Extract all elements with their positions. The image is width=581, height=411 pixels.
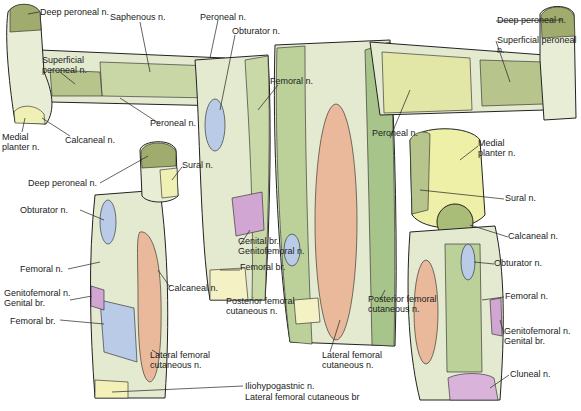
nerve-label: Lateral femoral cutaneous br <box>245 392 385 402</box>
nerve-label: Genitofemoral n. Genital br. <box>4 288 74 308</box>
nerve-label: Deep peroneal n. <box>497 15 579 25</box>
nerve-label: Peroneal n. <box>150 118 210 128</box>
leg-outline <box>370 42 545 115</box>
nerve-label: Posterior femoral cutaneous n. <box>368 294 443 314</box>
peroneal-region <box>382 52 472 113</box>
thigh-outline <box>408 226 503 400</box>
nerve-label: Lateral femoral cutaneous n. <box>150 350 240 370</box>
nerve-label: Sural n. <box>505 193 555 203</box>
nerve-label: Cluneal n. <box>510 369 570 379</box>
deep-peroneal-region <box>141 143 176 168</box>
nerve-label: Femoral n. <box>270 76 325 86</box>
nerve-label: Calcaneal n. <box>508 231 568 241</box>
nerve-label: Saphenous n. <box>110 12 180 22</box>
nerve-label: Genitofemoral n. Genital br. <box>504 326 580 346</box>
obturator-region <box>205 99 225 151</box>
nerve-label: Femoral br. <box>240 262 295 272</box>
iliohypogastric-region <box>294 298 320 324</box>
foot-outline <box>140 142 178 202</box>
sural-region <box>410 132 430 214</box>
nerve-label: Medial planter n. <box>478 138 533 158</box>
nerve-label: Peroneal n. <box>372 128 432 138</box>
femoral-branch-region <box>100 300 137 362</box>
nerve-label: Obturator n. <box>20 205 80 215</box>
nerve-label: Femoral br. <box>10 316 65 326</box>
nerve-label: Sural n. <box>182 160 232 170</box>
genital-branch-region <box>490 298 502 336</box>
genital-branch-region <box>232 192 264 236</box>
nerve-label: Deep peroneal n. <box>28 178 103 188</box>
nerve-label: Iliohypogastnic n. <box>245 381 365 391</box>
leader-lines <box>22 12 562 392</box>
nerve-label: Posterior femoral cutaneous n. <box>226 296 321 316</box>
deep-peroneal-region <box>10 4 41 32</box>
cluneal-region <box>448 374 498 401</box>
superficial-peroneal-region <box>480 60 544 106</box>
lateral-cutaneous-region <box>315 104 357 340</box>
sural-region <box>160 168 178 198</box>
nerve-label: Superficial peroneal n. <box>497 35 579 55</box>
nerve-label: Superficial peroneal n. <box>42 55 102 75</box>
genital-branch-region <box>91 286 104 310</box>
nerve-label: Deep peroneal n. <box>40 7 120 17</box>
nerve-label: Lateral femoral cutaneous n. <box>322 350 417 370</box>
nerve-label: Calcaneal n. <box>65 135 125 145</box>
nerve-label: Genital br. Genitofemoral n. <box>238 236 318 256</box>
nerve-label: Peroneal n. <box>200 12 260 22</box>
nerve-label: Obturator n. <box>494 258 559 268</box>
nerve-label: Obturator n. <box>232 26 292 36</box>
calcaneal-region <box>14 106 45 124</box>
nerve-label: Femoral n. <box>505 291 565 301</box>
iliohypogastric-region <box>95 380 128 398</box>
nerve-label: Calcaneal n. <box>168 283 228 293</box>
nerve-label: Medial planter n. <box>2 132 52 152</box>
nerve-label: Femoral n. <box>20 264 70 274</box>
obturator-region <box>100 200 116 244</box>
posterior-cutaneous-region <box>445 244 482 372</box>
obturator-region <box>461 244 475 280</box>
